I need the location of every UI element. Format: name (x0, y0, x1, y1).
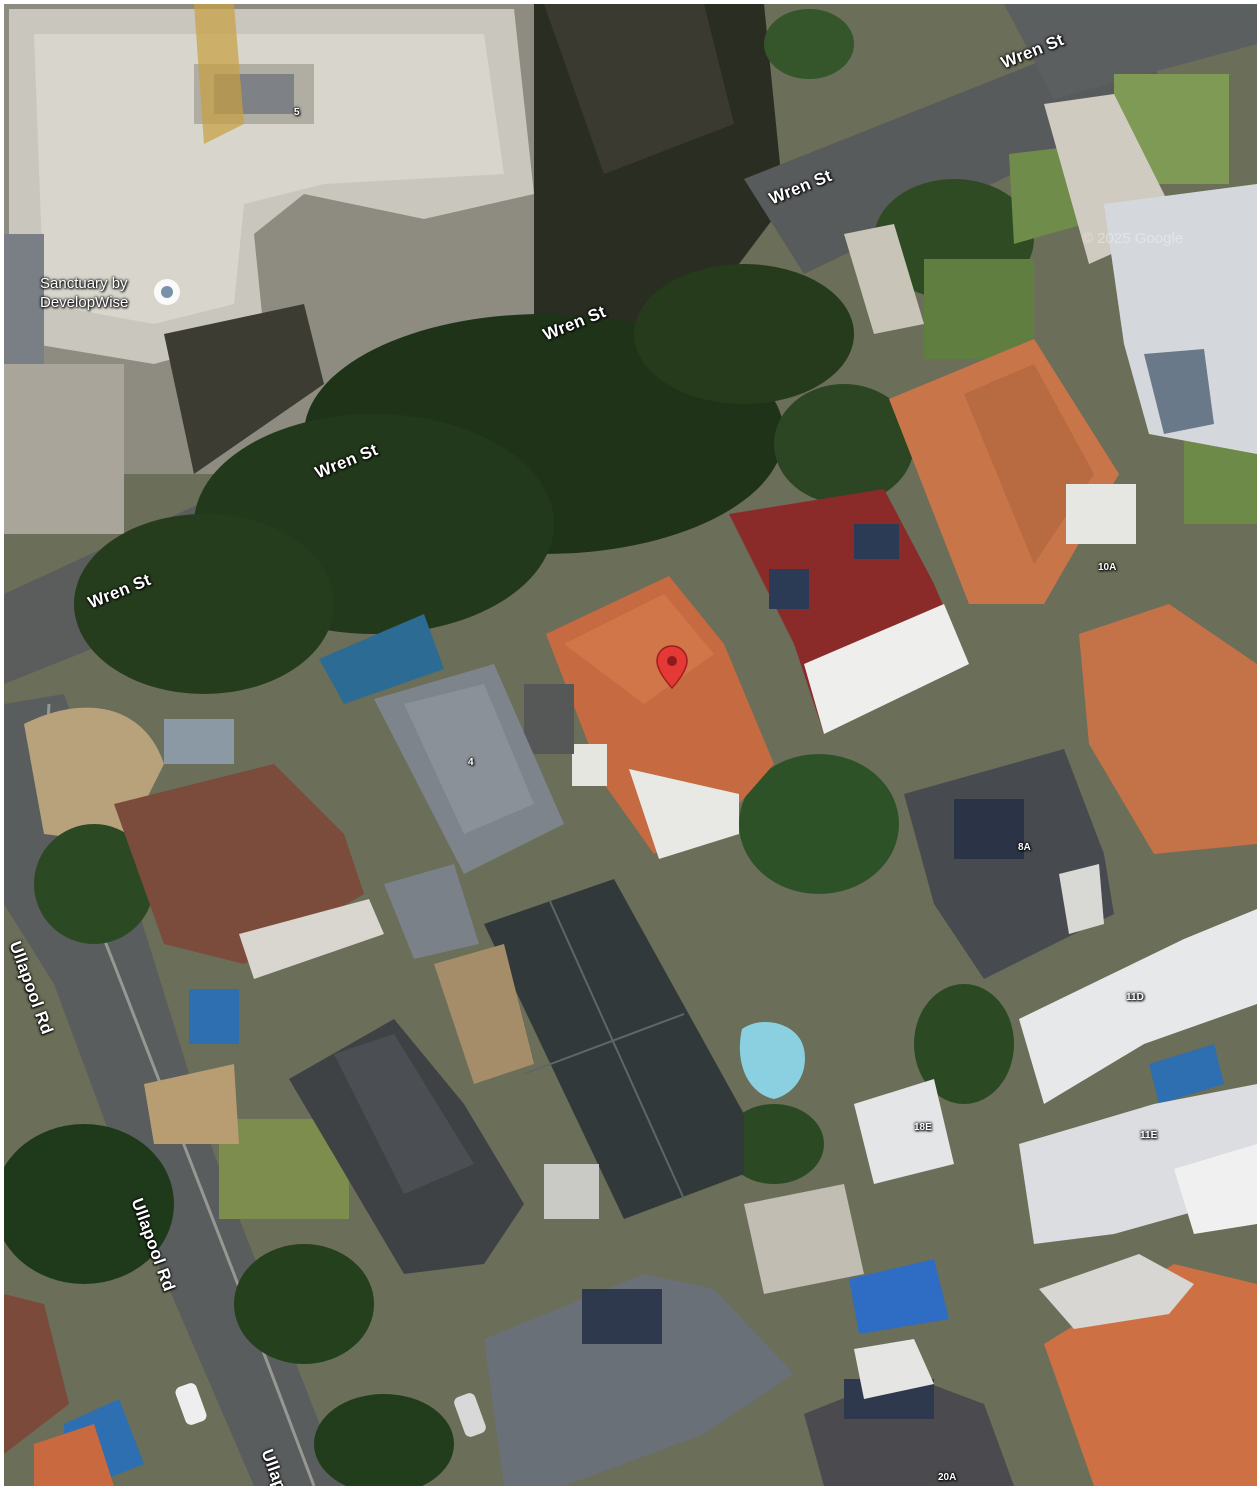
house-number: 10A (1098, 562, 1117, 573)
house-number: 8A (1018, 842, 1031, 853)
house-number: 4 (468, 757, 474, 768)
house-number: 5 (294, 107, 300, 118)
copyright-watermark: © 2025 Google (1082, 230, 1184, 247)
house-number: 11E (1140, 1130, 1158, 1141)
poi-label-sanctuary[interactable]: Sanctuary by DevelopWise (40, 275, 129, 311)
satellite-map[interactable]: Wren St Wren St Wren St Wren St Wren St … (4, 4, 1257, 1486)
satellite-imagery (4, 4, 1257, 1486)
location-pin-icon[interactable] (654, 644, 690, 692)
house-number: 11D (1126, 992, 1144, 1003)
house-number: 20A (938, 1472, 957, 1483)
house-number: 18E (914, 1122, 932, 1133)
place-marker-icon[interactable] (154, 279, 180, 305)
